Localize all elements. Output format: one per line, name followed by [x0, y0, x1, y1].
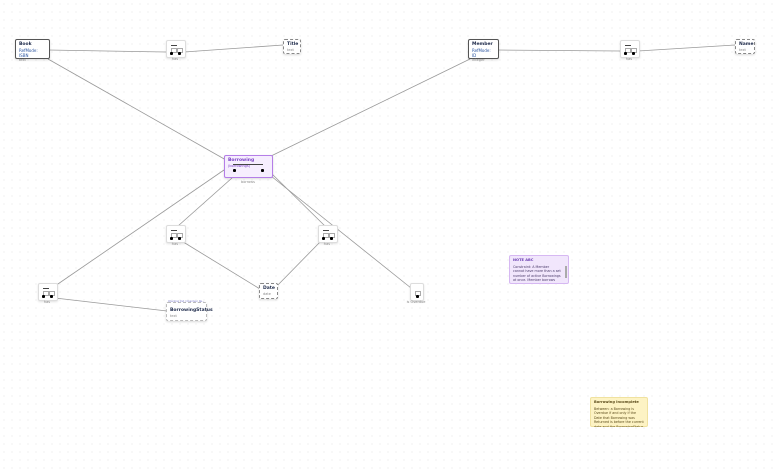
datatype: integer — [472, 57, 485, 62]
entity-name: Book — [19, 42, 32, 47]
entity-name: Member — [472, 42, 493, 47]
fact-label: borrows — [241, 180, 255, 184]
connector-book-fact — [47, 49, 167, 53]
value-date[interactable]: Date date — [259, 283, 278, 299]
connector-borrowing-status-fact — [54, 169, 225, 287]
datatype: date — [263, 291, 271, 296]
note-yellow[interactable]: Borrowing Incomplete Between: a Borrowin… — [590, 397, 648, 427]
fact-label: has — [171, 242, 179, 246]
note-title: NOTE ABC — [513, 258, 534, 262]
fact-borrow-date[interactable] — [166, 225, 186, 243]
fact-label: has — [323, 242, 331, 246]
connector-member-fact — [496, 49, 621, 52]
fact-label: has — [171, 57, 179, 61]
value-borrowing-status[interactable]: Checking Out | Overdue | Re... Borrowing… — [166, 300, 213, 321]
fact-label: has — [625, 57, 633, 61]
fact-label: has — [43, 300, 51, 304]
note-title: Borrowing Incomplete — [594, 400, 639, 404]
value-title[interactable]: Title text — [283, 39, 301, 54]
connector-fact-date — [179, 239, 261, 290]
enum-values: Checking Out | Overdue | Re... — [168, 300, 205, 303]
value-name: BorrowingStatus — [170, 308, 213, 313]
datatype: text — [739, 47, 746, 52]
value-name: Name — [739, 42, 754, 47]
entity-name: Borrowing (borrowings) — [228, 158, 255, 168]
refmode: RefMode: ISBN — [19, 47, 38, 58]
datatype: text — [287, 47, 294, 52]
fact-member-name[interactable] — [620, 40, 640, 58]
value-name: Title — [287, 42, 299, 47]
connector-borrowing-return-fact — [269, 171, 327, 228]
fact-status[interactable] — [38, 283, 58, 301]
objectified-fact — [231, 164, 265, 173]
datatype: text — [170, 313, 177, 318]
fact-overdue[interactable] — [410, 283, 424, 301]
entity-book[interactable]: Book RefMode: ISBN text — [15, 39, 50, 62]
entity-borrowing[interactable]: Borrowing (borrowings) — [224, 155, 273, 178]
connector-borrowing-date-fact — [177, 177, 233, 227]
connector-fact-name — [637, 44, 736, 52]
entity-member[interactable]: Member RefMode: ID integer — [468, 39, 499, 62]
value-name: Date — [263, 286, 275, 291]
fact-return-date[interactable] — [318, 225, 338, 243]
connector-fact-status — [54, 297, 168, 312]
connector-member-borrowing — [268, 58, 471, 158]
datatype: text — [19, 57, 26, 62]
refmode: RefMode: ID — [472, 47, 491, 58]
value-name-type[interactable]: Name text — [735, 39, 755, 54]
scrollbar[interactable] — [565, 266, 567, 278]
connector-fact2-date — [273, 239, 323, 290]
connector-borrowing-overdue — [270, 175, 417, 293]
connector-fact-title — [183, 44, 284, 53]
fact-book-title[interactable] — [166, 40, 186, 58]
fact-label: is Overdue — [406, 300, 426, 304]
note-text: Constraint: A Member cannot have more th… — [513, 264, 561, 282]
connector-book-borrowing — [47, 58, 227, 161]
note-text: Between: a Borrowing is Overdue if and o… — [594, 406, 644, 427]
note-purple[interactable]: NOTE ABC Constraint: A Member cannot hav… — [509, 255, 569, 284]
